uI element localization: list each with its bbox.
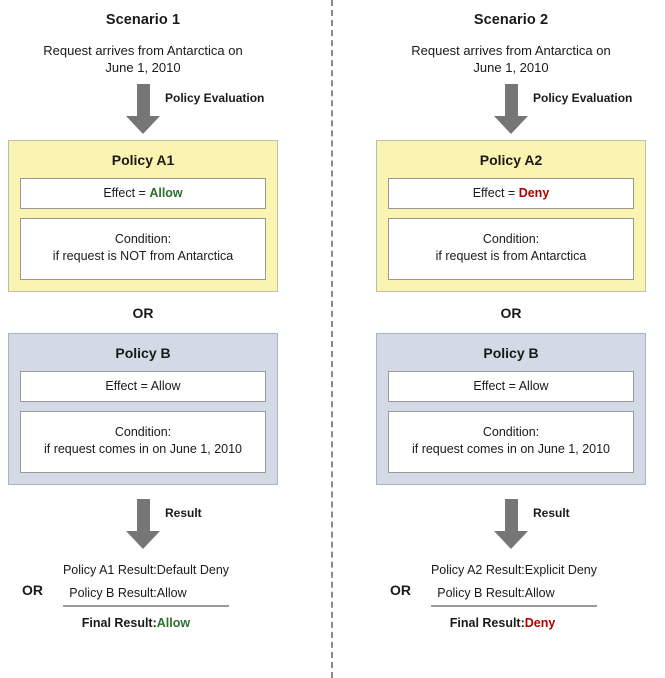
policy-b-box: Policy B Effect = Allow Condition: if re… bbox=[376, 333, 646, 485]
scenario-description: Request arrives from Antarctica on June … bbox=[43, 43, 243, 75]
scenario-description: Request arrives from Antarctica on June … bbox=[411, 43, 611, 75]
result-row-value: Allow bbox=[156, 586, 187, 600]
result-arrow-row: Result bbox=[8, 499, 278, 559]
scenario-title: Scenario 1 bbox=[105, 12, 181, 28]
result-row-label: Policy B Result: bbox=[69, 586, 157, 600]
policy-a-effect-field: Effect = Deny bbox=[388, 178, 634, 209]
policy-b-effect-field: Effect = Allow bbox=[388, 371, 634, 402]
table-row: Policy B Result: Allow bbox=[431, 582, 597, 606]
down-arrow-icon bbox=[126, 84, 160, 134]
policy-evaluation-arrow-row: Policy Evaluation bbox=[8, 84, 278, 140]
result-row-label: Policy B Result: bbox=[437, 586, 525, 600]
down-arrow-icon bbox=[126, 499, 160, 549]
policy-evaluation-label: Policy Evaluation bbox=[533, 91, 633, 105]
result-row-label: Policy A1 Result: bbox=[62, 563, 157, 577]
down-arrow-icon bbox=[494, 84, 528, 134]
policy-a-title: Policy A1 bbox=[111, 152, 175, 168]
result-table: Policy A1 Result: Default Deny Policy B … bbox=[62, 559, 230, 635]
policy-a-effect-field: Effect = Allow bbox=[20, 178, 266, 209]
policy-a-box: Policy A2 Effect = Deny Condition: if re… bbox=[376, 140, 646, 292]
final-result-value: Deny bbox=[524, 605, 598, 635]
scenario-column-1: Scenario 1 Request arrives from Antarcti… bbox=[0, 0, 332, 678]
policy-b-effect-label: Effect = bbox=[473, 379, 519, 393]
scenario-divider bbox=[331, 0, 333, 678]
policy-b-title: Policy B bbox=[483, 345, 539, 361]
policy-or-separator: OR bbox=[132, 305, 154, 321]
scenario-title: Scenario 2 bbox=[473, 12, 549, 28]
result-summary: OR Policy A2 Result: Explicit Deny Polic… bbox=[376, 559, 646, 635]
result-row-value: Explicit Deny bbox=[524, 563, 598, 577]
policy-a-effect-label: Effect = bbox=[103, 186, 150, 200]
policy-a-box: Policy A1 Effect = Allow Condition: if r… bbox=[8, 140, 278, 292]
policy-a-effect-value: Deny bbox=[518, 186, 550, 200]
final-result-value: Allow bbox=[156, 605, 230, 635]
policy-a-condition-field: Condition: if request is from Antarctica bbox=[388, 218, 634, 280]
final-result-label: Final Result: bbox=[62, 605, 157, 635]
policy-a-effect-value: Allow bbox=[149, 186, 183, 200]
result-arrow-label: Result bbox=[533, 506, 570, 520]
policy-b-box: Policy B Effect = Allow Condition: if re… bbox=[8, 333, 278, 485]
policy-b-title: Policy B bbox=[115, 345, 171, 361]
final-result-row: Final Result: Allow bbox=[62, 605, 230, 635]
result-table: Policy A2 Result: Explicit Deny Policy B… bbox=[430, 559, 598, 635]
policy-b-effect-value: Allow bbox=[150, 379, 181, 393]
policy-b-condition-field: Condition: if request comes in on June 1… bbox=[388, 411, 634, 473]
policy-evaluation-arrow-row: Policy Evaluation bbox=[376, 84, 646, 140]
down-arrow-icon bbox=[494, 499, 528, 549]
policy-b-effect-value: Allow bbox=[518, 379, 549, 393]
table-row: Policy A2 Result: Explicit Deny bbox=[431, 559, 597, 582]
result-arrow-row: Result bbox=[376, 499, 646, 559]
result-or-brace: OR bbox=[390, 582, 411, 598]
table-row: Policy B Result: Allow bbox=[63, 582, 229, 606]
result-row-value: Allow bbox=[524, 586, 555, 600]
policy-or-separator: OR bbox=[500, 305, 522, 321]
final-result-row: Final Result: Deny bbox=[430, 605, 598, 635]
policy-b-effect-field: Effect = Allow bbox=[20, 371, 266, 402]
policy-b-condition-field: Condition: if request comes in on June 1… bbox=[20, 411, 266, 473]
policy-evaluation-label: Policy Evaluation bbox=[165, 91, 265, 105]
result-row-label: Policy A2 Result: bbox=[430, 563, 525, 577]
final-result-label: Final Result: bbox=[430, 605, 525, 635]
policy-b-effect-label: Effect = bbox=[105, 379, 151, 393]
result-or-brace: OR bbox=[22, 582, 43, 598]
result-arrow-label: Result bbox=[165, 506, 202, 520]
policy-a-title: Policy A2 bbox=[479, 152, 543, 168]
policy-a-condition-field: Condition: if request is NOT from Antarc… bbox=[20, 218, 266, 280]
result-row-value: Default Deny bbox=[156, 563, 230, 577]
result-summary: OR Policy A1 Result: Default Deny Policy… bbox=[8, 559, 278, 635]
policy-a-effect-label: Effect = bbox=[472, 186, 519, 200]
scenario-column-2: Scenario 2 Request arrives from Antarcti… bbox=[332, 0, 664, 678]
table-row: Policy A1 Result: Default Deny bbox=[63, 559, 229, 582]
